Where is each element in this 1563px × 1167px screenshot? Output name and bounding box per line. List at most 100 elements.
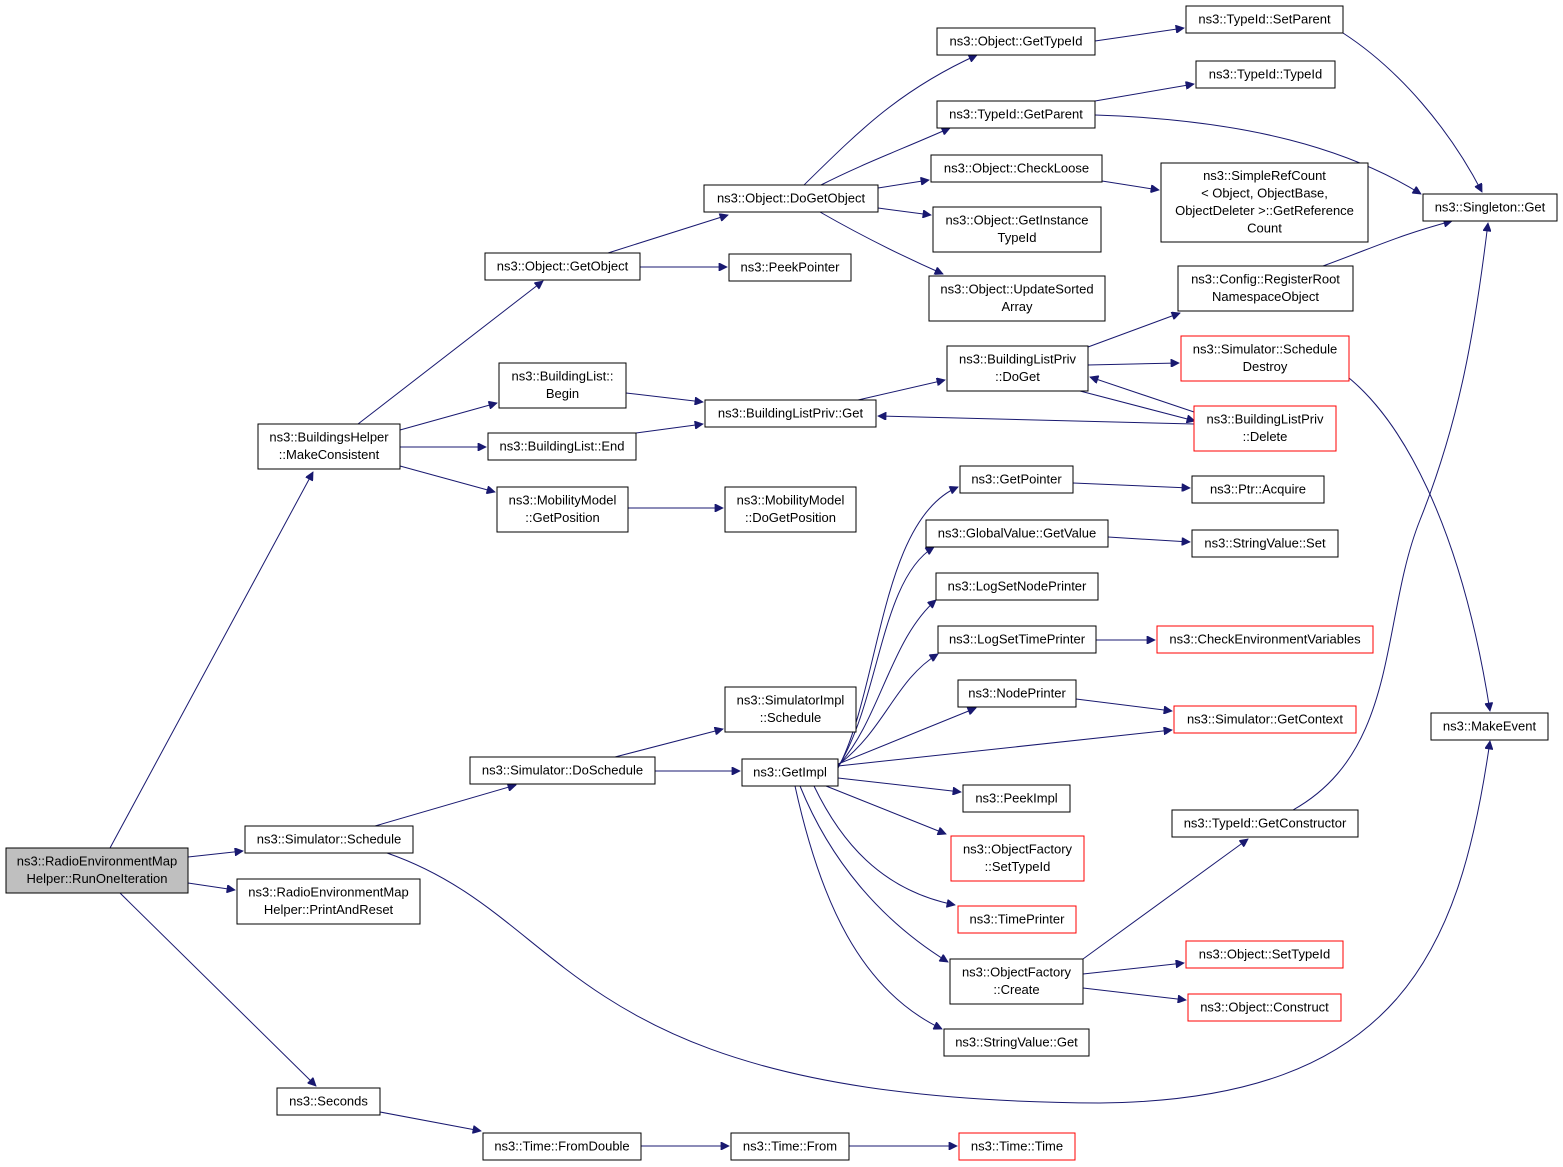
node-label: ns3::StringValue::Get	[955, 1034, 1078, 1049]
node-fromdouble[interactable]: ns3::Time::FromDouble	[482, 1132, 642, 1161]
call-edge-50	[1342, 32, 1483, 192]
node-getobject[interactable]: ns3::Object::GetObject	[484, 252, 641, 281]
node-nodeprinter[interactable]: ns3::NodePrinter	[957, 679, 1077, 708]
node-label: ns3::GetPointer	[971, 471, 1062, 486]
node-label: ns3::Object::UpdateSorted	[940, 282, 1093, 297]
node-label: ns3::GetImpl	[753, 764, 827, 779]
node-time-from[interactable]: ns3::Time::From	[730, 1132, 850, 1161]
node-mm-getpos[interactable]: ns3::MobilityModel::GetPosition	[496, 486, 629, 533]
node-label: ns3::Time::Time	[971, 1138, 1063, 1153]
call-edge-3	[119, 892, 316, 1086]
call-edge-37	[837, 600, 936, 767]
call-edge-9	[386, 741, 1490, 1104]
node-box	[936, 27, 1096, 56]
node-box	[5, 847, 189, 894]
node-label: ns3::Object::SetTypeId	[1199, 946, 1331, 961]
node-peekpointer[interactable]: ns3::PeekPointer	[728, 253, 852, 282]
call-edge-33	[878, 416, 1195, 425]
node-label: ns3::BuildingList::	[512, 369, 614, 384]
node-box	[1422, 193, 1558, 222]
node-makeconsistent[interactable]: ns3::BuildingsHelper::MakeConsistent	[257, 423, 401, 470]
node-getcontext[interactable]: ns3::Simulator::GetContext	[1173, 705, 1357, 734]
node-of-settypeid[interactable]: ns3::ObjectFactory::SetTypeId	[950, 835, 1085, 882]
node-simplerefcount[interactable]: ns3::SimpleRefCount< Object, ObjectBase,…	[1160, 162, 1369, 243]
node-printreset[interactable]: ns3::RadioEnvironmentMapHelper::PrintAnd…	[236, 878, 421, 925]
node-label: ns3::Time::From	[743, 1138, 837, 1153]
node-label: ns3::MakeEvent	[1443, 718, 1537, 733]
node-dogetobject[interactable]: ns3::Object::DoGetObject	[703, 184, 879, 213]
node-schedule[interactable]: ns3::Simulator::Schedule	[244, 825, 414, 854]
node-label: ns3::RadioEnvironmentMap	[17, 854, 177, 869]
call-edge-14	[635, 424, 703, 434]
node-checkenv[interactable]: ns3::CheckEnvironmentVariables	[1156, 625, 1374, 654]
node-tid-setparent[interactable]: ns3::TypeId::SetParent	[1185, 5, 1344, 34]
call-edge-16	[614, 729, 723, 758]
node-ptr-acquire[interactable]: ns3::Ptr::Acquire	[1191, 475, 1325, 504]
node-box	[482, 1132, 642, 1161]
node-tid-typeid[interactable]: ns3::TypeId::TypeId	[1195, 60, 1336, 89]
node-getpointer[interactable]: ns3::GetPointer	[959, 465, 1074, 494]
node-label: ns3::Ptr::Acquire	[1210, 481, 1306, 496]
node-label: NamespaceObject	[1212, 289, 1319, 304]
node-peekimpl[interactable]: ns3::PeekImpl	[962, 784, 1071, 813]
node-blp-delete[interactable]: ns3::BuildingListPriv::Delete	[1193, 405, 1337, 452]
node-box	[949, 958, 1084, 1005]
node-simimpl-sched[interactable]: ns3::SimulatorImpl::Schedule	[724, 686, 857, 733]
node-obj-gettypeid[interactable]: ns3::Object::GetTypeId	[936, 27, 1096, 56]
call-edge-32	[1079, 390, 1195, 421]
node-tid-getctor[interactable]: ns3::TypeId::GetConstructor	[1171, 809, 1359, 838]
node-blp-get[interactable]: ns3::BuildingListPriv::Get	[704, 399, 877, 428]
node-box	[728, 253, 852, 282]
node-makeevent[interactable]: ns3::MakeEvent	[1430, 712, 1549, 741]
call-edge-29	[1101, 180, 1159, 190]
node-obj-construct[interactable]: ns3::Object::Construct	[1187, 993, 1342, 1022]
node-box	[937, 625, 1097, 654]
node-time-time[interactable]: ns3::Time::Time	[958, 1132, 1076, 1161]
node-label: ns3::Singleton::Get	[1435, 199, 1546, 214]
node-mm-dogetpos[interactable]: ns3::MobilityModel::DoGetPosition	[724, 486, 857, 533]
call-edge-43	[813, 785, 955, 905]
call-edge-1	[187, 851, 243, 858]
call-edge-11	[607, 215, 728, 254]
node-label: ns3::Object::CheckLoose	[944, 160, 1089, 175]
node-seconds[interactable]: ns3::Seconds	[276, 1087, 381, 1116]
call-edge-45	[794, 785, 942, 1029]
node-obj-settypeid[interactable]: ns3::Object::SetTypeId	[1185, 940, 1344, 969]
node-logsetnode[interactable]: ns3::LogSetNodePrinter	[935, 572, 1099, 601]
node-logsettime[interactable]: ns3::LogSetTimePrinter	[937, 625, 1097, 654]
node-box	[957, 679, 1077, 708]
node-label: ns3::BuildingListPriv::Get	[718, 405, 864, 420]
node-sv-set[interactable]: ns3::StringValue::Set	[1191, 529, 1339, 558]
call-edge-53	[1082, 839, 1248, 960]
node-singleton-get[interactable]: ns3::Singleton::Get	[1422, 193, 1558, 222]
node-label: ns3::PeekPointer	[740, 259, 840, 274]
node-getimpl[interactable]: ns3::GetImpl	[741, 758, 839, 787]
call-edge-2	[187, 882, 235, 890]
node-blp-doget[interactable]: ns3::BuildingListPriv::DoGet	[946, 345, 1089, 392]
node-label: ns3::BuildingList::End	[499, 438, 624, 453]
node-checkloose[interactable]: ns3::Object::CheckLoose	[930, 154, 1103, 183]
node-box	[703, 184, 879, 213]
call-edge-30	[1087, 313, 1180, 348]
node-tid-getparent[interactable]: ns3::TypeId::GetParent	[936, 100, 1096, 129]
node-gv-getvalue[interactable]: ns3::GlobalValue::GetValue	[925, 519, 1109, 548]
node-of-create[interactable]: ns3::ObjectFactory::Create	[949, 958, 1084, 1005]
node-bl-end[interactable]: ns3::BuildingList::End	[487, 432, 637, 461]
call-edge-4	[357, 281, 543, 425]
node-label: Count	[1247, 221, 1282, 236]
node-doschedule[interactable]: ns3::Simulator::DoSchedule	[469, 756, 656, 785]
node-box	[959, 465, 1074, 494]
node-box	[244, 825, 414, 854]
node-sv-get[interactable]: ns3::StringValue::Get	[943, 1028, 1090, 1057]
node-timeprinter[interactable]: ns3::TimePrinter	[957, 905, 1077, 934]
node-bl-begin[interactable]: ns3::BuildingList::Begin	[498, 362, 627, 409]
node-label: ns3::Object::GetObject	[497, 258, 629, 273]
node-run[interactable]: ns3::RadioEnvironmentMapHelper::RunOneIt…	[5, 847, 189, 894]
call-nodes: ns3::RadioEnvironmentMapHelper::RunOneIt…	[5, 5, 1558, 1161]
node-label: ::SetTypeId	[985, 859, 1051, 874]
node-label: ns3::Simulator::DoSchedule	[482, 762, 643, 777]
